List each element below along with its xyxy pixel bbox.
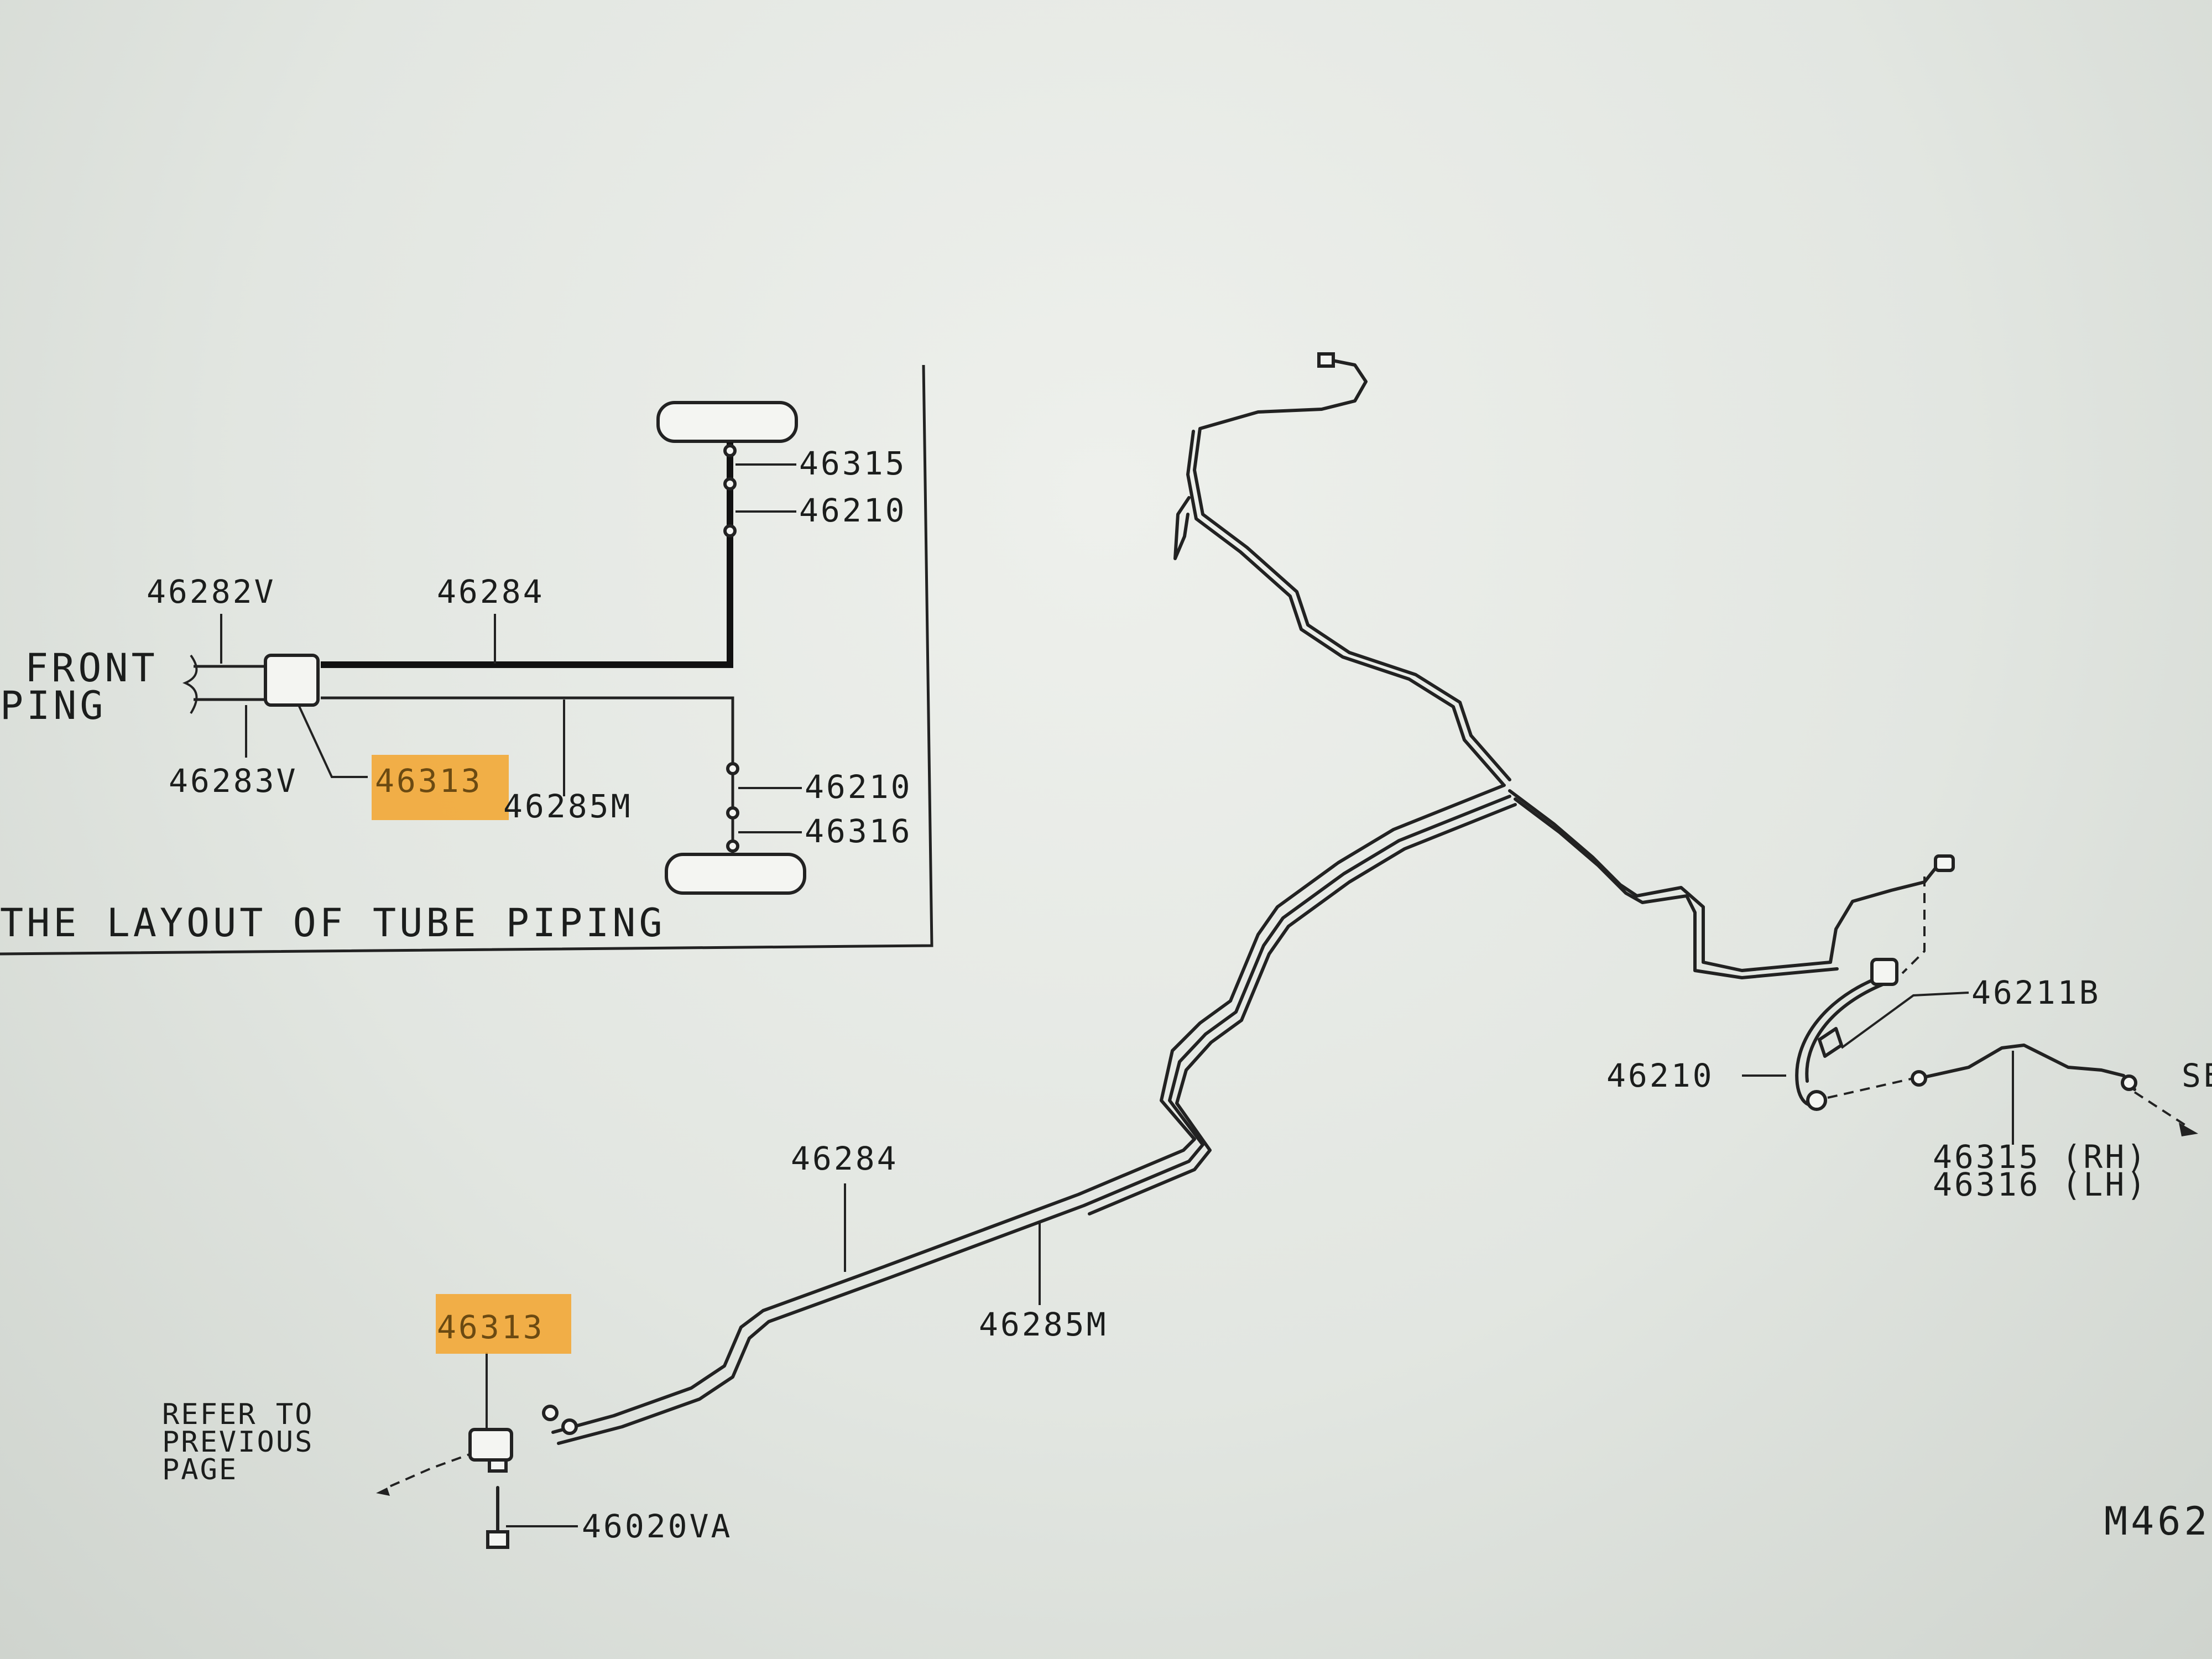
rear-tire-bottom <box>665 853 806 895</box>
fitting <box>726 839 739 853</box>
tube-fitting <box>542 1405 559 1421</box>
label-46283v: 46283V <box>169 762 298 800</box>
tube-piping-inset: 46315 46210 46282V 46284 FRONT PING 4628… <box>0 364 933 956</box>
inset-break-mark <box>182 654 198 714</box>
upper-bracket <box>1173 496 1191 560</box>
dashed-link-se <box>2133 1091 2191 1129</box>
label-46282v: 46282V <box>147 573 276 611</box>
tube-end-fitting-right <box>1934 854 1955 872</box>
rear-right-tube <box>1508 789 1937 972</box>
label-46315-rh: 46315 (RH) <box>1933 1138 2148 1176</box>
label-46315: 46315 <box>799 445 907 482</box>
inset-tube-46285m <box>321 696 734 854</box>
rear-hose-46315-46316 <box>1917 1044 2136 1091</box>
label-46210-top: 46210 <box>799 492 907 529</box>
label-46313-main: 46313 <box>437 1308 545 1346</box>
upper-branch-tube-2 <box>1186 430 1505 786</box>
inset-frame <box>0 364 933 956</box>
label-ping: PING <box>0 683 107 728</box>
label-46316-inset: 46316 <box>805 812 912 850</box>
connector-46313-foot <box>488 1458 508 1473</box>
label-46210-main: 46210 <box>1606 1057 1714 1094</box>
label-se: SE <box>2182 1057 2212 1094</box>
hose-clip <box>1818 1027 1843 1058</box>
tube-assembly-main: 46284 46285M 46313 46020VA REFER TO PREV… <box>162 352 2212 1549</box>
leader <box>298 705 368 778</box>
dashed-link-hose <box>1827 1077 1914 1099</box>
arrow-previous-page <box>376 1488 390 1496</box>
inset-connector-46313 <box>264 654 320 707</box>
tube-46284 <box>557 795 1511 1445</box>
fitting <box>726 806 739 820</box>
inset-caption: THE LAYOUT OF TUBE PIPING <box>0 900 666 946</box>
refer-note-line-3: PAGE <box>162 1453 238 1486</box>
refer-note-line-1: REFER TO <box>162 1398 314 1431</box>
tube-inner <box>1088 803 1517 1215</box>
fitting <box>723 444 737 457</box>
inset-tube-46284 <box>321 442 733 668</box>
fitting <box>723 524 737 538</box>
hose-fitting <box>1911 1070 1927 1087</box>
tube-fitting <box>561 1418 578 1435</box>
arrow-se <box>2179 1123 2198 1136</box>
label-46285m-main: 46285M <box>979 1306 1108 1343</box>
label-46020va: 46020VA <box>582 1507 732 1545</box>
highlight-46313-main <box>436 1294 571 1354</box>
rear-right-tube-2 <box>1514 797 1839 979</box>
label-46285m-inset: 46285M <box>503 787 633 825</box>
figure-code: M462 <box>2104 1499 2211 1544</box>
dashed-link-top <box>1901 877 1926 974</box>
label-front: FRONT <box>25 645 158 691</box>
refer-note-line-2: PREVIOUS <box>162 1426 314 1459</box>
tube-end-fitting <box>1317 352 1335 368</box>
label-46284-main: 46284 <box>791 1140 899 1177</box>
fitting <box>723 477 737 491</box>
highlight-46313-inset <box>372 755 509 820</box>
label-46210-bottom: 46210 <box>805 768 912 806</box>
bolt-head <box>486 1530 509 1549</box>
rear-tire-top <box>656 401 798 443</box>
tube-46285m <box>551 784 1506 1434</box>
hose-fitting <box>2121 1074 2137 1091</box>
label-46316-lh: 46316 (LH) <box>1933 1166 2148 1203</box>
label-46284-inset: 46284 <box>437 573 545 611</box>
clip-46211b <box>1870 958 1898 986</box>
fitting <box>726 762 739 775</box>
leader <box>1840 992 1969 1049</box>
connector-46313 <box>468 1428 513 1462</box>
label-46313-inset: 46313 <box>375 762 483 800</box>
brake-hose-bracket-2 <box>1805 983 1885 1083</box>
hose-joint-46210 <box>1806 1090 1827 1111</box>
label-46211b: 46211B <box>1971 974 2101 1011</box>
upper-branch-tube <box>1193 358 1511 781</box>
